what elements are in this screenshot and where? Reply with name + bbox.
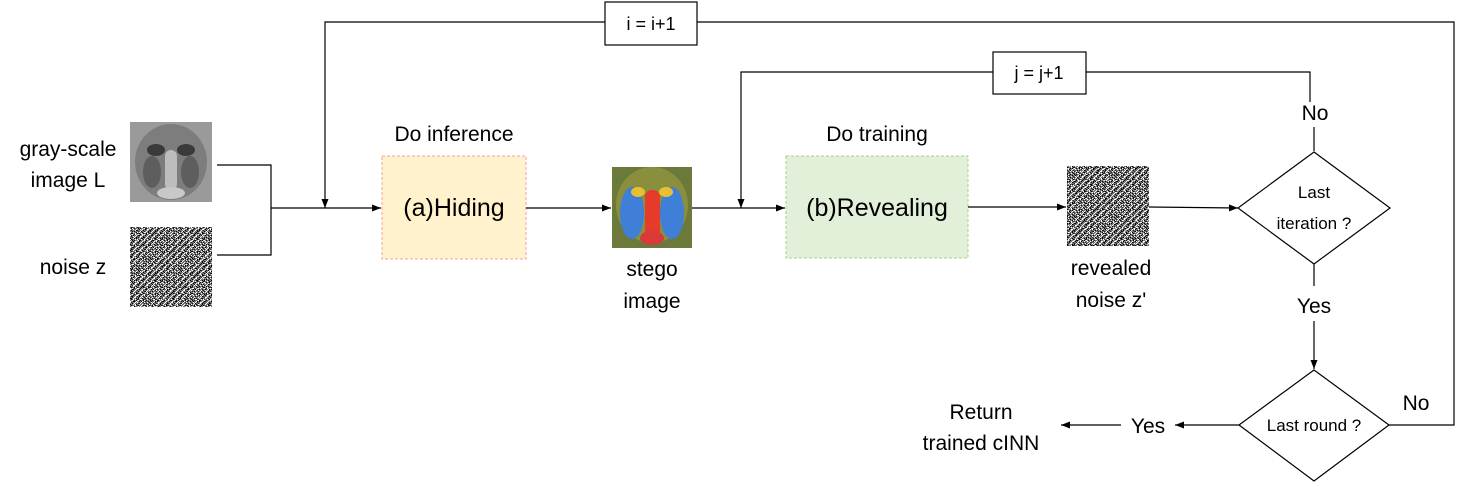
revealing-block [785, 155, 969, 259]
iteration-yes-label: Yes [1297, 295, 1331, 318]
outer-counter-box [604, 1, 698, 46]
iteration-decision-diamond [1236, 151, 1392, 265]
noise-image-thumbnail [130, 227, 212, 307]
revealed-label-line2: noise z' [1076, 289, 1147, 312]
hiding-caption: Do inference [394, 123, 513, 146]
stego-label-line2: image [623, 290, 680, 313]
revealed-noise-thumbnail [1067, 166, 1149, 246]
outer-counter-label: i = i+1 [626, 14, 675, 34]
noise-label: noise z [40, 256, 107, 279]
hiding-label: (a)Hiding [403, 194, 504, 222]
iteration-no-label: No [1302, 102, 1329, 125]
grayscale-label-line2: image L [31, 169, 106, 192]
grayscale-image-thumbnail [130, 122, 212, 202]
iteration-decision-label-line2: iteration ? [1277, 214, 1352, 233]
iteration-decision-label-line1: Last [1298, 183, 1330, 202]
outer-loop-line [321, 21, 1455, 426]
inner-counter-label: j = j+1 [1013, 63, 1063, 83]
revealing-label: (b)Revealing [806, 194, 948, 222]
round-decision-label: Last round ? [1267, 416, 1362, 435]
revealing-caption: Do training [826, 123, 928, 146]
revealed-label-line1: revealed [1071, 257, 1152, 280]
stego-image-thumbnail [612, 167, 692, 248]
round-yes-label: Yes [1131, 415, 1165, 438]
arrow-to-iteration-check [1148, 204, 1239, 212]
round-no-label: No [1403, 392, 1430, 415]
stego-label-line1: stego [626, 258, 677, 281]
output-label-line2: trained cINN [923, 432, 1040, 455]
grayscale-label-line1: gray-scale [20, 138, 117, 161]
inner-counter-box [992, 51, 1087, 95]
output-label-line1: Return [949, 401, 1012, 424]
round-decision-diamond [1237, 369, 1391, 482]
input-merge-connector [217, 164, 272, 256]
